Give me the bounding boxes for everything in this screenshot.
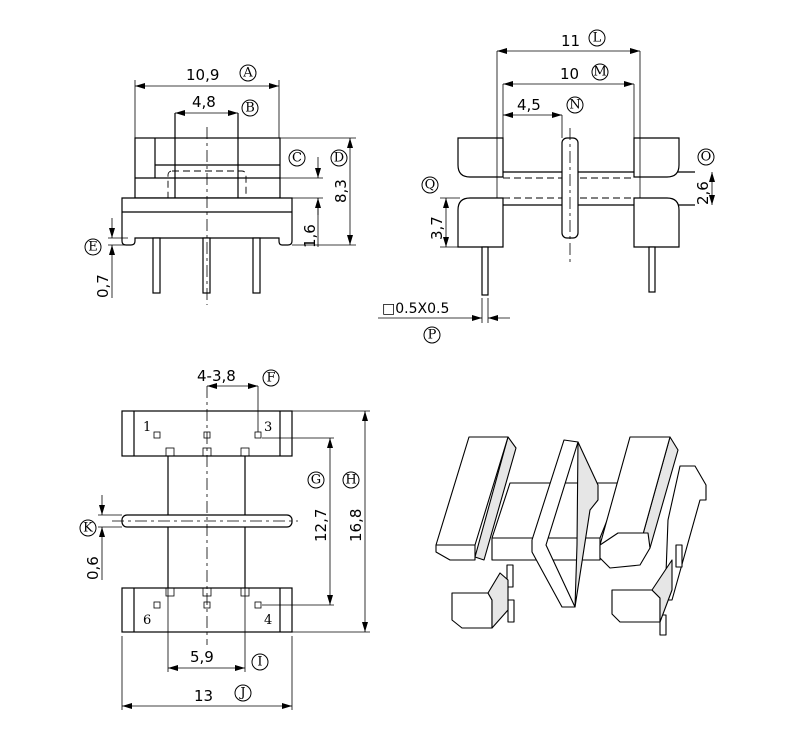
label-o: O — [701, 150, 712, 165]
dim-e: 0,7 — [94, 274, 112, 298]
iso-right-lower-flange — [611, 589, 661, 623]
label-i: I — [257, 655, 262, 670]
label-g: G — [311, 473, 321, 488]
dim-f: 4-3,8 — [197, 367, 236, 385]
label-n: N — [569, 98, 580, 113]
iso-pin — [507, 599, 515, 623]
iso-right-flange-front — [599, 532, 651, 569]
pin-number-6: 6 — [143, 613, 151, 628]
pin — [202, 237, 211, 294]
pin-number-1: 1 — [143, 420, 151, 435]
bottom-view: 1 3 6 4 4-3,8 F 12,7 G 16,8 H 0,6 K 5,9 … — [79, 367, 370, 710]
iso-left-flange-front — [435, 544, 476, 561]
dim-n: 4,5 — [517, 96, 541, 114]
pin — [252, 237, 261, 294]
iso-left-lower-side — [487, 572, 509, 629]
pin — [152, 237, 161, 294]
dim-a: 10,9 — [186, 66, 219, 84]
label-k: K — [83, 521, 93, 536]
pin — [648, 246, 656, 293]
dim-o: 2,6 — [694, 181, 712, 205]
label-q: Q — [425, 178, 436, 193]
label-b: B — [245, 101, 255, 116]
iso-pin — [506, 564, 514, 588]
dim-b: 4,8 — [192, 93, 216, 111]
iso-pin — [675, 544, 683, 568]
iso-rear-rail — [664, 465, 707, 601]
iso-left-lower-flange — [451, 592, 493, 629]
front-view: 10,9 A 4,8 B 8,3 D 1,6 C 0,7 E — [84, 64, 356, 305]
dim-h: 16,8 — [347, 509, 365, 542]
label-m: M — [593, 65, 606, 80]
label-l: L — [593, 31, 602, 46]
dim-j: 13 — [194, 687, 213, 705]
isometric-view — [435, 436, 707, 636]
dim-p: □0.5X0.5 — [382, 301, 449, 317]
side-right-bottom-flange — [633, 197, 680, 248]
label-f: F — [266, 371, 275, 386]
front-top-body — [134, 137, 281, 199]
dim-g: 12,7 — [312, 509, 330, 542]
dim-k: 0,6 — [84, 556, 102, 580]
iso-left-flange-side — [474, 436, 517, 561]
dim-d: 8,3 — [332, 179, 350, 203]
pin — [481, 246, 489, 296]
side-left-top-flange — [457, 137, 504, 178]
label-c: C — [292, 151, 302, 166]
label-h: H — [345, 473, 356, 488]
iso-center-flange-side — [574, 441, 599, 608]
label-p: P — [428, 328, 437, 343]
dim-c: 1,6 — [301, 224, 319, 248]
label-j: J — [238, 686, 245, 701]
side-view: 11 L 10 M 4,5 N 2,6 O 3,7 Q □0.5X0.5 P — [378, 29, 715, 344]
pin-number-4: 4 — [264, 613, 272, 628]
dim-m: 10 — [560, 65, 579, 83]
dim-q: 3,7 — [428, 216, 446, 240]
side-left-bottom-flange — [457, 197, 504, 248]
pin-number-3: 3 — [264, 420, 272, 435]
side-right-top-flange — [633, 137, 680, 178]
label-d: D — [334, 151, 344, 166]
dim-l: 11 — [561, 32, 580, 50]
iso-center-flange-front — [531, 439, 579, 608]
dim-i: 5,9 — [190, 648, 214, 666]
label-a: A — [242, 66, 253, 81]
iso-right-lower-side — [651, 559, 673, 623]
label-e: E — [88, 240, 98, 255]
